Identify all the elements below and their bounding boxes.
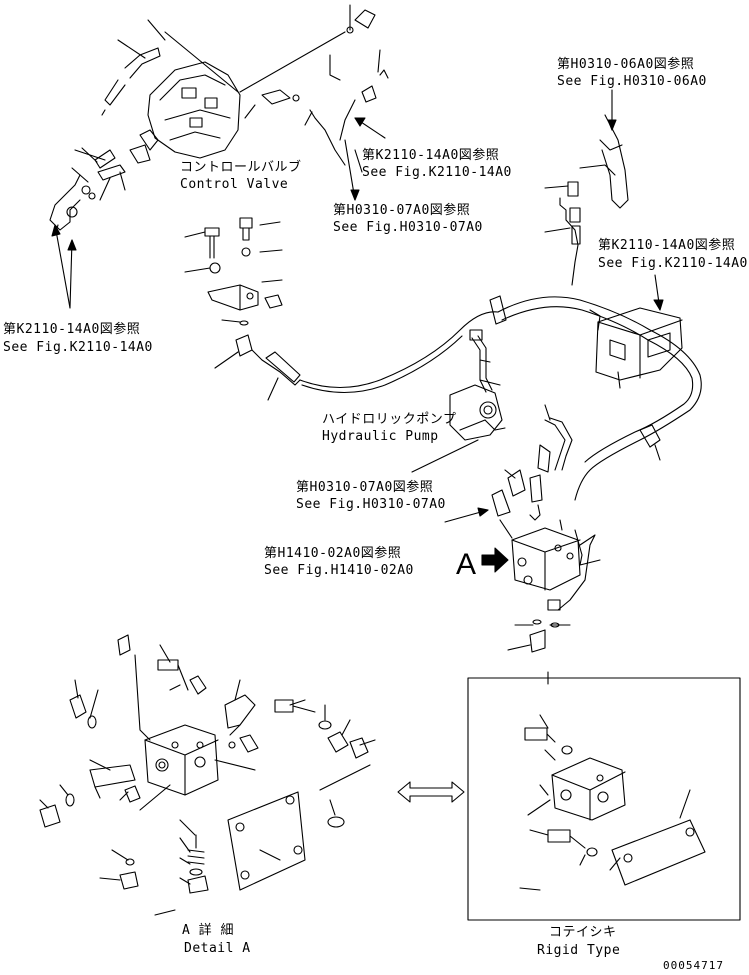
label-ref-k2110-top-en: See Fig.K2110-14A0 [362,165,512,180]
label-detail-a-en: Detail A [184,941,251,956]
label-detail-a-jp: A 詳 細 [182,923,234,938]
bracket-assembly [184,217,301,401]
hydraulic-pump [449,329,573,517]
label-ref-k2110-right-jp: 第K2110-14A0図参照 [598,238,736,253]
label-rigid-jp: コテイシキ [549,925,617,940]
detail-a [39,634,376,916]
wire-harness [489,114,702,501]
label-ref-h0310-07-top-en: See Fig.H0310-07A0 [333,220,483,235]
label-hydraulic-pump-jp: ハイドロリックポンプ [322,412,457,427]
label-ref-h0310-07-top-jp: 第H0310-07A0図参照 [333,203,471,218]
reference-leaders [54,89,661,523]
label-view-a: A [456,548,477,581]
view-a-arrow [481,547,509,573]
label-ref-h1410-jp: 第H1410-02A0図参照 [264,546,402,561]
arrowheads [51,117,664,517]
label-ref-h0310-07-mid-en: See Fig.H0310-07A0 [296,497,446,512]
valve-block-a [499,504,601,653]
cv-fittings [49,4,389,236]
control-valve [129,61,241,164]
label-ref-h0310-07-mid-jp: 第H0310-07A0図参照 [296,480,434,495]
label-ref-h0310-06-jp: 第H0310-06A0図参照 [557,57,695,72]
label-ref-k2110-top-jp: 第K2110-14A0図参照 [362,148,500,163]
double-arrow [397,781,465,803]
label-control-valve-en: Control Valve [180,177,289,192]
label-hydraulic-pump-en: Hydraulic Pump [322,429,439,444]
rigid-type [519,671,706,891]
hose-line [299,311,499,389]
label-ref-k2110-right-en: See Fig.K2110-14A0 [598,256,748,271]
label-ref-k2110-left-jp: 第K2110-14A0図参照 [3,322,141,337]
label-ref-h1410-en: See Fig.H1410-02A0 [264,563,414,578]
rigid-type-frame [467,677,741,921]
label-rigid-en: Rigid Type [537,943,621,958]
label-ref-k2110-left-en: See Fig.K2110-14A0 [3,340,153,355]
label-control-valve-jp: コントロールバルブ [180,160,302,175]
drawing-number: 00054717 [663,959,724,972]
label-ref-h0310-06-en: See Fig.H0310-06A0 [557,74,707,89]
